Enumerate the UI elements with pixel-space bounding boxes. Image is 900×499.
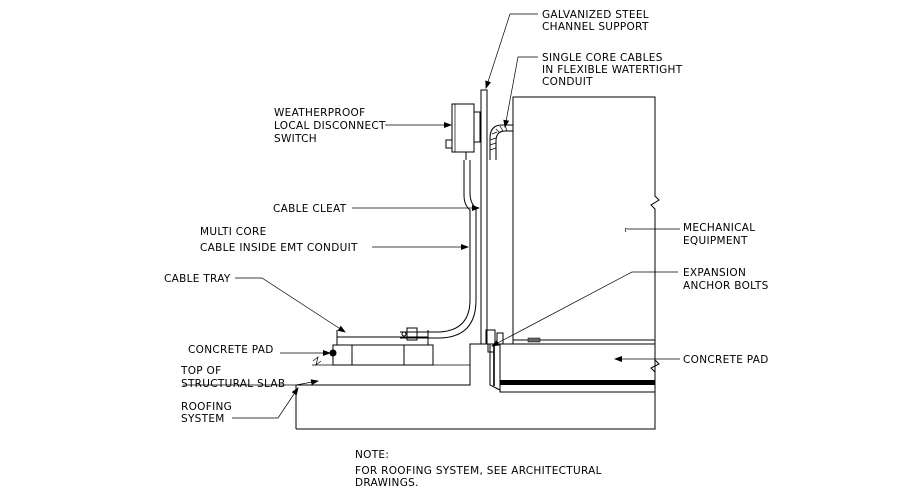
structural-slab (295, 343, 656, 430)
cable-tray (336, 330, 429, 346)
flexible-conduit (489, 124, 513, 160)
top-slab-label-1: TOP OF (180, 365, 221, 377)
concrete-pad-left (329, 344, 434, 366)
concrete-pad-right (489, 343, 660, 429)
leader-lines (183, 13, 680, 419)
single-core-label-3: CONDUIT (542, 76, 593, 88)
mechanical-equipment (496, 96, 660, 345)
mechanical-label-1: MECHANICAL (683, 222, 755, 234)
cable-cleat-label: CABLE CLEAT (273, 203, 347, 215)
channel-support-label-2: CHANNEL SUPPORT (542, 21, 649, 33)
break-mark (312, 356, 322, 366)
galvanized-channel-support (480, 89, 496, 353)
mechanical-label-2: EQUIPMENT (683, 235, 748, 247)
note-title: NOTE: (355, 449, 389, 461)
disconnect-switch (445, 103, 481, 160)
channel-support-label-1: GALVANIZED STEEL (542, 9, 649, 21)
single-core-label-2: IN FLEXIBLE WATERTIGHT (542, 64, 683, 76)
multi-core-label-2: CABLE INSIDE EMT CONDUIT (200, 242, 358, 254)
disconnect-label-1: WEATHERPROOF (274, 107, 365, 119)
note-line-2: DRAWINGS. (355, 477, 419, 489)
single-core-label-1: SINGLE CORE CABLES (542, 52, 663, 64)
roofing-label-2: SYSTEM (181, 413, 225, 425)
concrete-pad-right-label: CONCRETE PAD (683, 354, 769, 366)
disconnect-label-3: SWITCH (274, 133, 317, 145)
cable-tray-label: CABLE TRAY (164, 273, 231, 285)
anchor-bolts-label-2: ANCHOR BOLTS (683, 280, 769, 292)
note-line-1: FOR ROOFING SYSTEM, SEE ARCHITECTURAL (355, 465, 602, 477)
disconnect-label-2: LOCAL DISCONNECT (274, 120, 386, 132)
top-slab-label-2: STRUCTURAL SLAB (181, 378, 285, 390)
emt-conduit (400, 160, 477, 341)
roofing-label-1: ROOFING (181, 401, 232, 413)
concrete-pad-left-label: CONCRETE PAD (188, 344, 274, 356)
anchor-bolts-label-1: EXPANSION (683, 267, 746, 279)
multi-core-label-1: MULTI CORE (200, 226, 267, 238)
